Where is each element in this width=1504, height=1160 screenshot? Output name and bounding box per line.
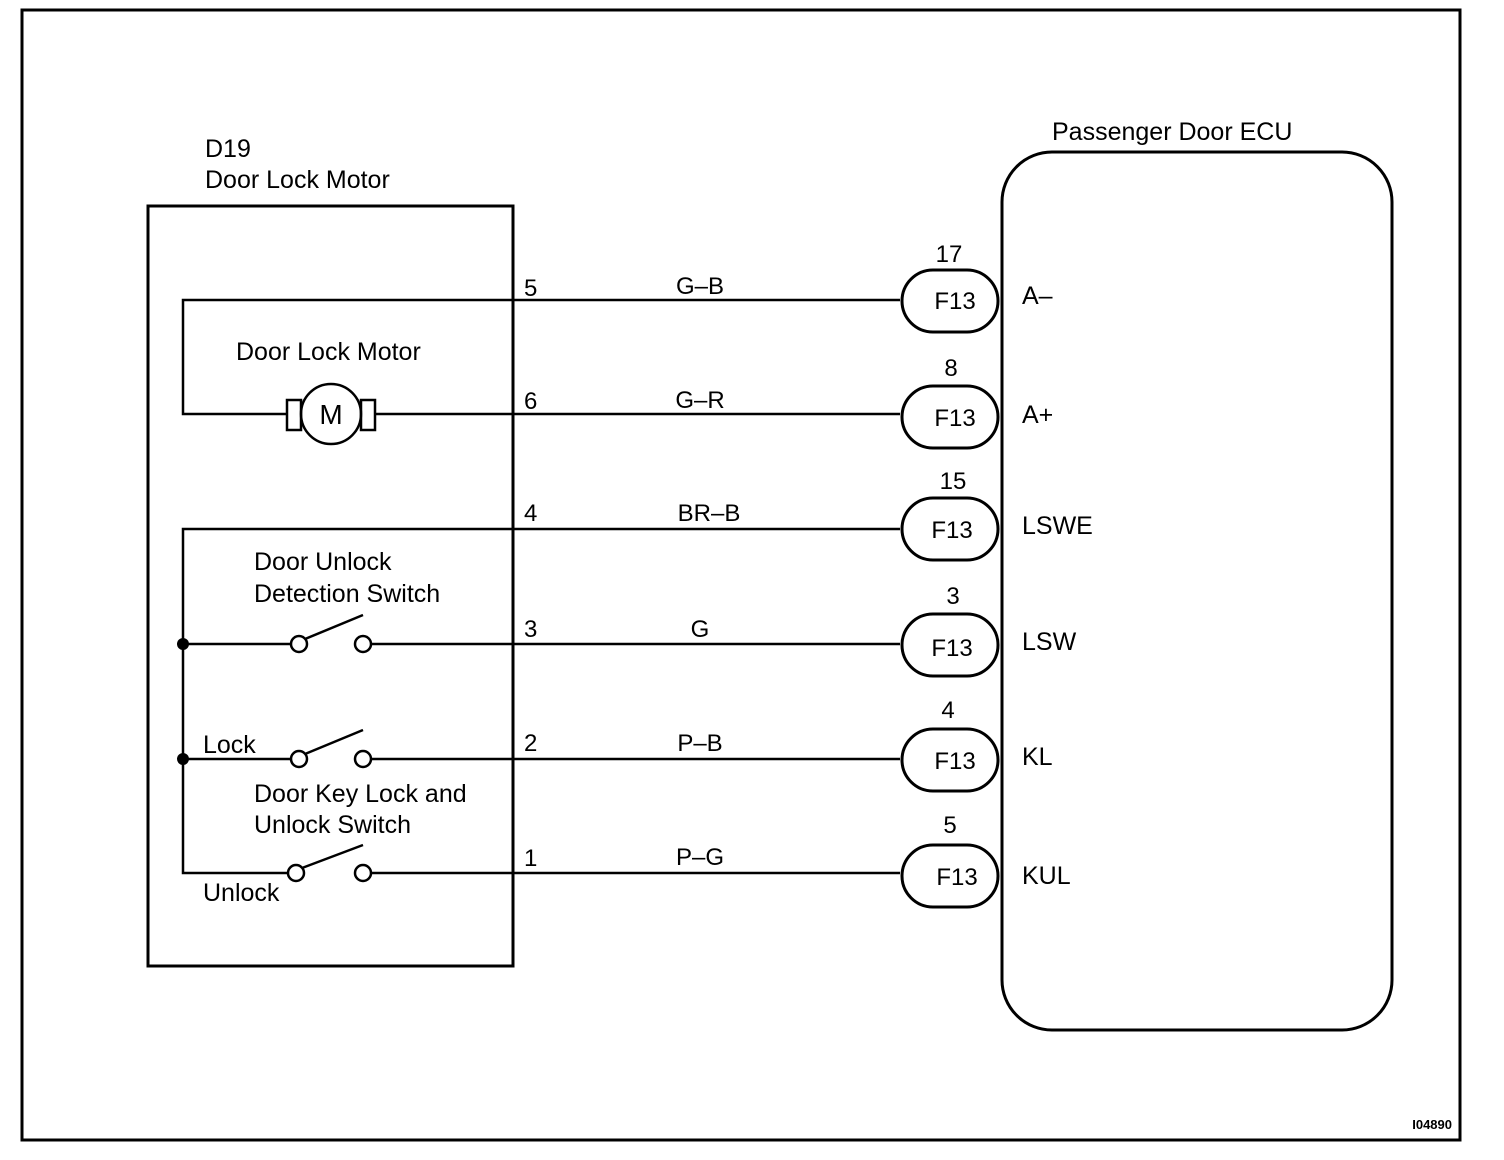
motor-circuit: M Door Lock Motor [181, 298, 900, 446]
ecu-terminal: KL [1022, 743, 1053, 771]
pin-number: 1 [524, 845, 537, 872]
connector-code: F13 [931, 635, 972, 662]
connector-icon [900, 268, 1000, 334]
connector-code: F13 [934, 405, 975, 432]
connector-code: F13 [936, 864, 977, 891]
motor-brush-left [285, 398, 303, 432]
pin-number: 6 [524, 388, 537, 415]
connector-code: F13 [931, 517, 972, 544]
unlock-switch-label-1: Door Unlock [254, 548, 392, 576]
motor-symbol: M [319, 399, 342, 430]
wire-color: G–R [675, 387, 724, 414]
circuit-row: 4 BR–B F13 15 LSWE [524, 468, 1093, 562]
ecu-pin-number: 5 [943, 812, 956, 839]
circuit-row: 1 P–G F13 5 KUL [524, 812, 1071, 909]
wire-color: G–B [676, 273, 724, 300]
key-switch-label-1: Door Key Lock and [254, 780, 467, 808]
wire-color: P–G [676, 844, 724, 871]
connector-icon [900, 496, 1000, 562]
unlock-label: Unlock [203, 879, 280, 907]
ecu-terminal: LSWE [1022, 512, 1093, 540]
ecu-pin-number: 8 [944, 355, 957, 382]
circuit-row: 6 G–R F13 8 A+ [524, 355, 1053, 450]
door-key-unlock-switch: Unlock Door Key Lock and Unlock Switch [203, 780, 900, 907]
key-switch-label-2: Unlock Switch [254, 811, 411, 839]
connector-icon [900, 727, 1000, 793]
ecu-terminal: KUL [1022, 862, 1071, 890]
pin-number: 5 [524, 275, 537, 302]
door-lock-motor-box [146, 204, 515, 968]
connector-code: F13 [934, 748, 975, 775]
pin-number: 3 [524, 616, 537, 643]
ecu-pin-number: 3 [946, 583, 959, 610]
connector-icon [900, 612, 1000, 678]
ecu-title: Passenger Door ECU [1052, 118, 1292, 146]
component-code: D19 [205, 135, 251, 163]
wire-color: BR–B [678, 500, 741, 527]
diagram-frame [20, 8, 1462, 1142]
lock-label: Lock [203, 731, 256, 759]
connector-icon [900, 384, 1000, 450]
circuit-row: 2 P–B F13 4 KL [524, 697, 1053, 793]
motor-brush-right [359, 398, 377, 432]
door-key-lock-switch: Lock [183, 728, 900, 769]
unlock-switch-label-2: Detection Switch [254, 580, 440, 608]
wire-color: G [691, 616, 710, 643]
ecu-terminal: A+ [1022, 401, 1053, 429]
figure-id: I04890 [1412, 1117, 1452, 1132]
component-name: Door Lock Motor [205, 166, 390, 194]
pin-number: 2 [524, 730, 537, 757]
connector-code: F13 [934, 288, 975, 315]
motor-label: Door Lock Motor [236, 338, 421, 366]
wire-color: P–B [677, 730, 722, 757]
ecu-pin-number: 17 [936, 241, 963, 268]
ecu-pin-number: 15 [940, 468, 967, 495]
circuit-row: 5 G–B F13 17 A– [524, 241, 1053, 334]
pin-number: 4 [524, 500, 537, 527]
door-unlock-detection-switch: Door Unlock Detection Switch [183, 548, 900, 654]
ecu-terminal: A– [1022, 282, 1053, 310]
ecu-pin-number: 4 [941, 697, 954, 724]
circuit-row: 3 G F13 3 LSW [524, 583, 1077, 678]
connector-icon [900, 843, 1000, 909]
ecu-box [1000, 150, 1394, 1032]
motor-icon [299, 382, 363, 446]
ecu-terminal: LSW [1022, 628, 1077, 656]
